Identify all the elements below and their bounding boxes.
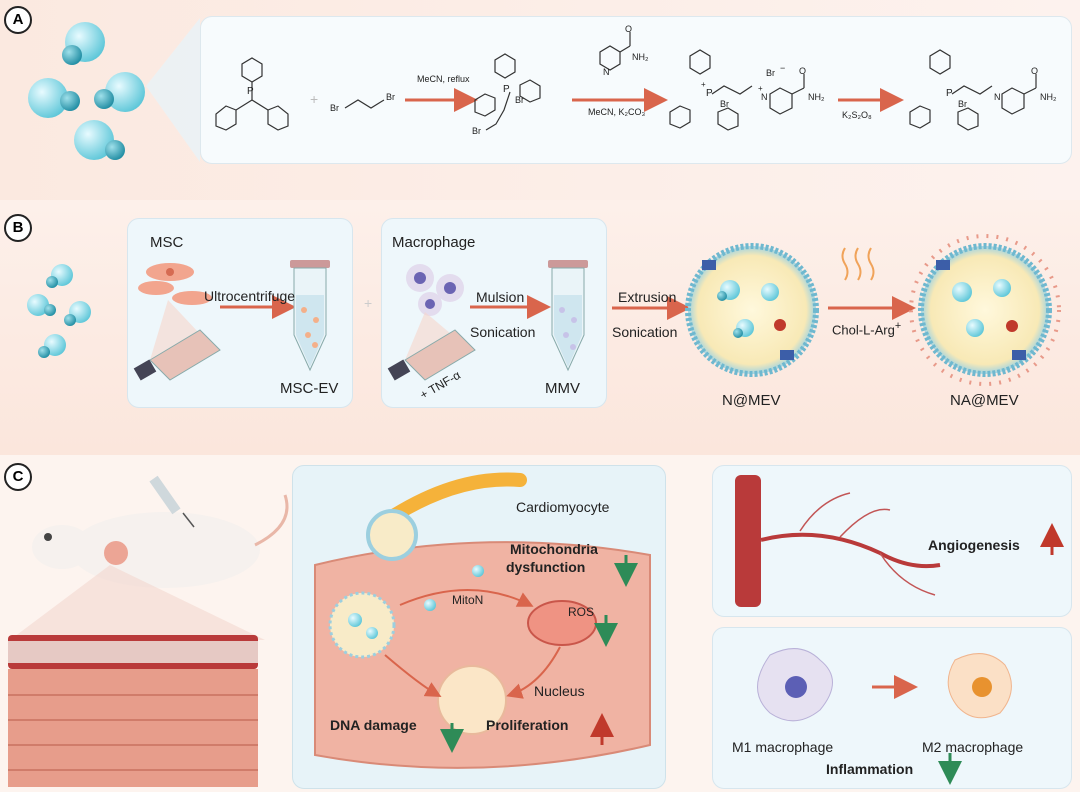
final-product-structure [909,49,1037,131]
nucleus-label: Nucleus [534,683,585,699]
msc-cells [138,263,212,305]
angiogenesis-box [712,465,1072,617]
nanoparticle-cluster [28,22,145,160]
mouse-illustration [32,494,289,588]
sonication-label-2: Sonication [612,324,678,340]
svg-text:+: + [310,91,318,107]
panel-label-b: B [4,214,32,242]
heart-tissue [8,635,258,787]
atom-o-2: O [799,66,807,76]
triphenylphosphine-structure [215,57,289,131]
atom-nh2-2: NH₂ [808,92,825,102]
msc-label: MSC [150,234,184,251]
nucleus-shape [437,665,507,735]
m1-macrophage-shape [757,648,833,722]
nanoparticle-cluster-b [27,264,91,358]
na-mev-vesicle [909,234,1061,386]
atom-o-3: O [1031,66,1039,76]
angiogenesis-label: Angiogenesis [928,537,1020,553]
ultracentrifuge-label: Ultrocentrifuge [204,288,296,304]
endosome-to-nucleus-arrow [384,654,442,697]
inflammation-label: Inflammation [826,761,914,777]
atom-br-2: Br [386,92,395,102]
atom-br-6: Br [766,68,775,78]
nicotinamide-structure [599,32,631,71]
proliferation-label: Proliferation [486,717,569,733]
atom-br-7: Br [958,99,967,109]
blood-vessel-illustration [735,475,941,607]
tissue-zoom-wedge [10,565,265,640]
vesicle-preparation: + [27,234,1061,386]
atom-n-3: N [603,67,610,77]
sonication-label-1: Sonication [470,324,536,340]
mito-label-2: dysfunction [506,559,586,575]
atom-br-5: Br [720,99,729,109]
cardiomyocyte-shape [314,541,651,769]
vesicle-trail [388,472,527,522]
mito-to-nucleus-arrow [506,646,561,699]
atom-p-4: P [946,88,953,99]
svg-text:+: + [364,295,372,311]
msc-ev-tube [290,260,330,372]
atom-p-2: P [503,84,510,95]
chol-label: Chol-L-Arg+ [832,320,901,337]
reagent-2: MeCN, K₂CO₃ [588,107,646,117]
msc-ev-label: MSC-EV [280,380,339,397]
na-mev-label: NA@MEV [950,392,1019,409]
atom-n-2: N [994,92,1001,102]
charge-plus-2: + [758,84,763,93]
reagent-3: K₂S₂O₈ [842,110,872,120]
atom-o-1: O [625,24,633,34]
miton-arrow [399,589,534,607]
dibromopropane-structure [344,99,385,109]
atom-br-3: Br [515,95,524,105]
ros-label: ROS [568,605,595,619]
syringe-icon [149,475,195,528]
mechanism-illustration [8,472,1064,787]
mulsion-label: Mulsion [476,289,525,305]
atom-p-3: P [706,88,713,99]
panel-a: A + [0,0,1080,200]
panel-c: C [0,455,1080,792]
atom-br-1: Br [330,103,339,113]
endosome [328,591,396,659]
panel-b: B [0,200,1080,455]
pyridinium-product-structure [669,49,805,131]
extrusion-label: Extrusion [618,289,677,305]
mito-label-1: Mitochondria [510,541,598,557]
panel-label-a: A [4,6,32,34]
dna-damage-label: DNA damage [330,717,417,733]
mmv-label: MMV [545,380,580,397]
macrophage-flask [387,329,476,381]
phosphonium-bromide-structure [474,53,541,131]
atom-nh2-1: NH₂ [632,52,649,62]
n-mev-vesicle [685,243,819,377]
reagent-1: MeCN, reflux [417,74,470,84]
atom-br-4: Br [472,126,481,136]
m2-label: M2 macrophage [922,739,1024,755]
heat-icon [841,247,875,281]
charge-minus: − [780,63,786,73]
chol-text: Chol-L-Arg [832,322,895,338]
macrophage-cells [406,264,464,316]
incoming-vesicle [366,509,418,561]
m2-macrophage-shape [947,653,1012,719]
synthesis-scheme: + [28,18,1037,162]
charge-plus-1: + [701,80,706,89]
macrophage-label: Macrophage [392,234,476,251]
atom-nh2-3: NH₂ [1040,92,1057,102]
synthesis-box [200,16,1072,164]
panel-label-c: C [4,463,32,491]
zoom-wedge-a [146,18,200,162]
atom-n-1: N [761,92,768,102]
chol-charge: + [894,320,902,332]
n-mev-label: N@MEV [722,392,781,409]
cardiomyocyte-label: Cardiomyocyte [516,499,610,515]
mmv-tube [548,260,588,372]
miton-label: MitoN [452,593,484,607]
msc-flask [133,329,221,381]
atom-p-1: P [247,86,254,97]
m1-label: M1 macrophage [732,739,834,755]
